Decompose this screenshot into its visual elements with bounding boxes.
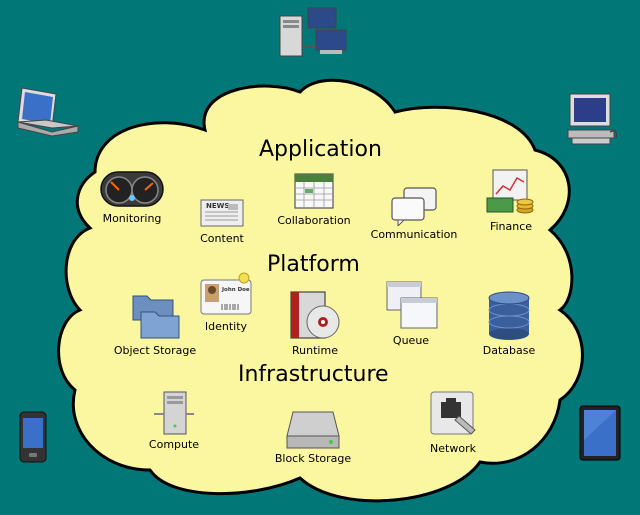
database-item: Database [480,290,538,357]
calendar-icon [294,173,334,209]
chat-bubbles-icon [391,187,437,226]
monitoring-label: Monitoring [102,212,162,225]
platform-heading: Platform [267,252,360,277]
network-jack-icon [430,391,476,435]
disc-box-icon [290,291,340,339]
stacked-windows-icon [386,281,438,329]
identity-item: John Doe Identity [198,272,254,333]
desktop-monitor-icon [567,93,618,145]
communication-item: Communication [370,186,458,241]
compute-label: Compute [148,438,200,451]
smartphone-icon [19,411,47,463]
speedometer-icon [100,171,164,207]
newspaper-icon: NEWS [200,199,244,227]
tablet-icon [579,405,621,461]
content-item: NEWS Content [194,196,250,245]
collaboration-item: Collaboration [276,168,352,227]
id-card-icon: John Doe [200,272,252,315]
application-heading: Application [259,137,382,162]
folders-icon [132,295,180,339]
finance-label: Finance [489,220,533,233]
object-storage-label: Object Storage [113,344,197,357]
database-cylinder-icon [488,291,530,340]
network-label: Network [430,442,476,455]
queue-item: Queue [382,280,440,347]
runtime-label: Runtime [292,344,338,357]
content-label: Content [200,232,244,245]
block-storage-item: Block Storage [272,408,354,465]
compute-item: Compute [146,390,202,451]
monitoring-item: Monitoring [97,168,167,225]
block-storage-label: Block Storage [274,452,352,465]
network-item: Network [424,390,482,455]
id-card-name: John Doe [221,287,250,293]
communication-label: Communication [370,228,458,241]
money-chart-icon [486,169,534,214]
svg-text:NEWS: NEWS [206,202,229,210]
finance-item: Finance [482,168,540,233]
infrastructure-heading: Infrastructure [238,362,389,387]
collaboration-label: Collaboration [277,214,351,227]
queue-label: Queue [392,334,430,347]
networked-computers-icon [279,7,347,57]
runtime-item: Runtime [287,288,343,357]
database-label: Database [482,344,536,357]
identity-label: Identity [204,320,248,333]
hard-drive-icon [286,411,340,449]
object-storage-item: Object Storage [112,290,198,357]
server-tower-icon [154,391,194,435]
laptop-icon [17,87,79,137]
